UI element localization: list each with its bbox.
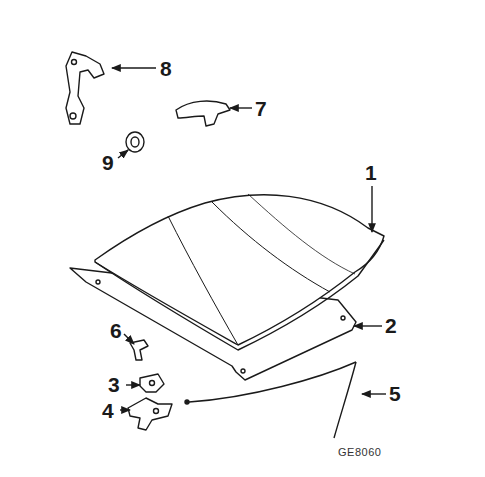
figure-code: GE8060 xyxy=(338,447,381,458)
callout-number: 4 xyxy=(102,400,114,421)
callout-number: 1 xyxy=(365,162,377,183)
callout-number: 3 xyxy=(108,374,120,395)
callout-number: 9 xyxy=(102,152,114,173)
callout-number: 7 xyxy=(255,98,267,119)
callout-number: 2 xyxy=(385,315,397,336)
callout-number: 8 xyxy=(160,58,172,79)
callout-number: 5 xyxy=(389,383,401,404)
callout-number: 6 xyxy=(110,320,122,341)
